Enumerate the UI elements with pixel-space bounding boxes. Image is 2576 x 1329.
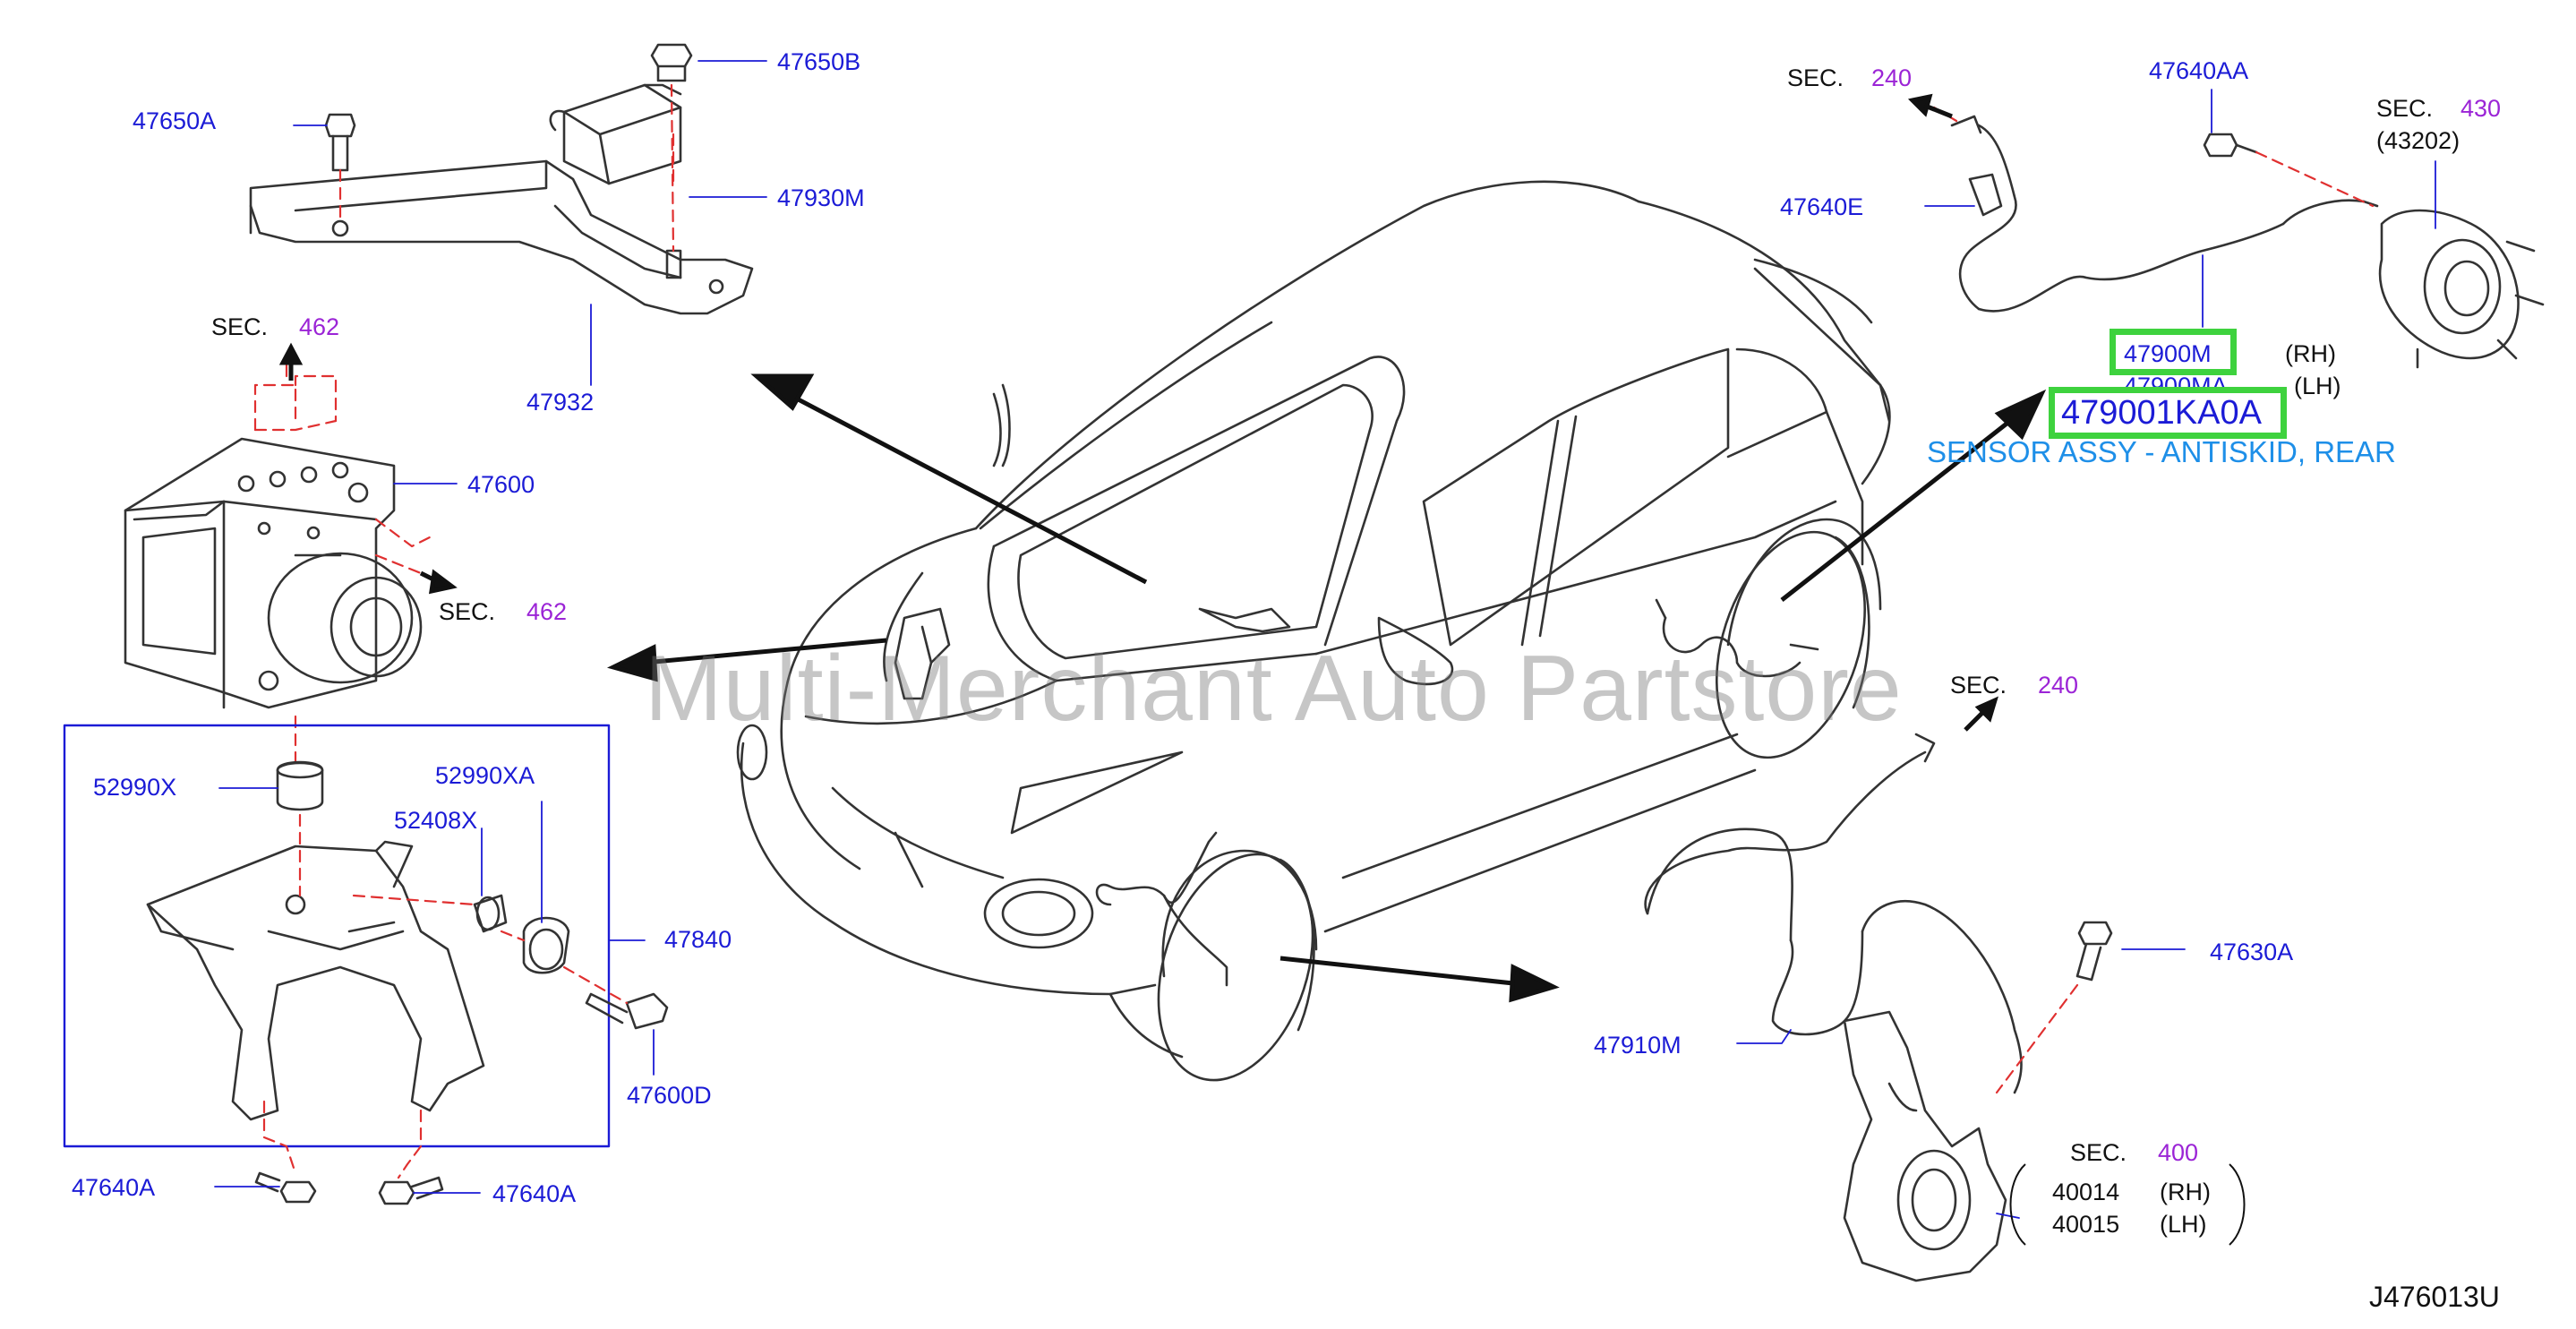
sec-label-462-top: SEC.: [211, 313, 269, 340]
label-47640E[interactable]: 47640E: [1780, 193, 1864, 220]
bracket-47932: [249, 43, 754, 315]
mount-bracket-47840: [146, 760, 669, 1205]
sec-number-462-top[interactable]: 462: [299, 313, 340, 340]
sec-label-240-mid: SEC.: [1950, 672, 2007, 699]
label-rh-rear: (RH): [2285, 340, 2336, 367]
front-sensor-harness: [1644, 733, 2113, 1282]
label-47650A[interactable]: 47650A: [133, 107, 217, 134]
parenthesis-brackets: [2009, 1163, 2246, 1246]
sensor-caption: SENSOR ASSY - ANTISKID, REAR: [1927, 435, 2396, 468]
sec-number-430[interactable]: 430: [2460, 95, 2502, 122]
label-lh-front: (LH): [2160, 1211, 2207, 1238]
highlight-box-part-number: [2049, 387, 2287, 439]
label-47930M[interactable]: 47930M: [777, 184, 865, 211]
label-47900M[interactable]: 47900M: [2124, 340, 2212, 367]
label-52990X[interactable]: 52990X: [93, 774, 177, 801]
label-lh-rear: (LH): [2294, 373, 2341, 399]
callout-arrows: [278, 93, 2047, 1003]
label-47932[interactable]: 47932: [526, 389, 595, 416]
abs-actuator-47600: [124, 437, 423, 709]
label-47910M[interactable]: 47910M: [1594, 1032, 1682, 1059]
label-47650B[interactable]: 47650B: [777, 48, 861, 75]
label-47840[interactable]: 47840: [664, 926, 732, 953]
vehicle-outline: [736, 180, 1891, 1082]
highlight-box-47900M: [2110, 329, 2237, 375]
label-47640A-left[interactable]: 47640A: [72, 1174, 156, 1201]
sec-label-462-side: SEC.: [439, 598, 496, 625]
label-52990XA[interactable]: 52990XA: [435, 762, 535, 789]
figure-code: J476013U: [2369, 1281, 2500, 1313]
sec-number-462-side[interactable]: 462: [526, 598, 568, 625]
leaders-top-left: [338, 83, 675, 253]
label-47640AA[interactable]: 47640AA: [2149, 57, 2249, 84]
sec-label-430: SEC.: [2376, 95, 2434, 122]
label-leaders: [214, 60, 2436, 1219]
sec-number-240-mid[interactable]: 240: [2038, 672, 2079, 699]
label-47640A-right[interactable]: 47640A: [492, 1180, 577, 1207]
leaders-front: [1995, 983, 2079, 1094]
assembly-box-47840: [63, 724, 611, 1148]
leaders-abs: [253, 356, 432, 772]
sec-number-240-top[interactable]: 240: [1871, 64, 1913, 91]
label-52408X[interactable]: 52408X: [394, 807, 478, 834]
label-47600D[interactable]: 47600D: [627, 1082, 712, 1109]
leaders-mount: [262, 813, 629, 1179]
label-40014[interactable]: 40014: [2052, 1179, 2120, 1205]
leaders-rear: [1932, 106, 2375, 208]
label-rh-front: (RH): [2160, 1179, 2211, 1205]
sec-label-400: SEC.: [2070, 1139, 2127, 1166]
label-40015[interactable]: 40015: [2052, 1211, 2120, 1238]
sec-label-240-top: SEC.: [1787, 64, 1844, 91]
highlighted-part-number[interactable]: 479001KA0A: [2061, 394, 2262, 432]
rear-sensor-harness: [1950, 115, 2545, 369]
car-harness: [894, 598, 1819, 987]
sec-number-400[interactable]: 400: [2158, 1139, 2199, 1166]
label-47630A[interactable]: 47630A: [2210, 939, 2294, 965]
label-47600[interactable]: 47600: [467, 471, 535, 498]
watermark: Multi-Merchant Auto Partstore: [645, 637, 1903, 741]
label-43202: (43202): [2376, 127, 2460, 154]
